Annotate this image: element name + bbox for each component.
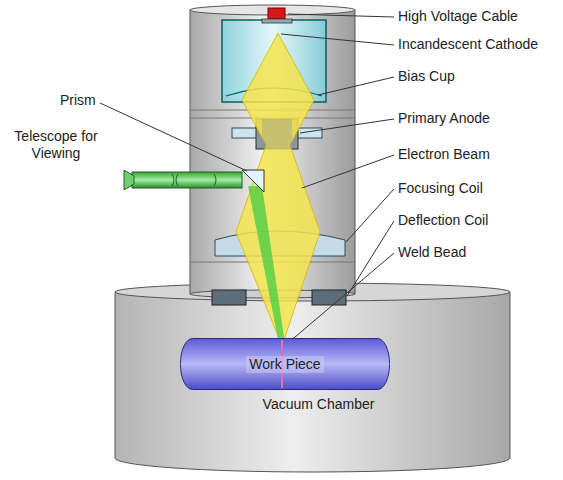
part-name: Work Piece [246, 356, 323, 373]
part-label: Primary Anode [398, 110, 490, 127]
part-label: Weld Bead [398, 244, 466, 261]
part-label: Focusing Coil [398, 180, 483, 197]
part-label: Incandescent Cathode [398, 36, 538, 53]
work-piece-cylinder: Work Piece [180, 338, 390, 390]
part-label: High Voltage Cable [398, 8, 518, 25]
part-label: Prism [60, 92, 96, 109]
part-label: Telescope for Viewing [6, 128, 106, 162]
part-label: Electron Beam [398, 146, 490, 163]
chamber-name: Vacuum Chamber [115, 396, 522, 413]
vacuum-chamber: Vacuum Chamber Work Piece [115, 290, 522, 465]
part-label: Bias Cup [398, 68, 455, 85]
part-label: Deflection Coil [398, 212, 488, 229]
